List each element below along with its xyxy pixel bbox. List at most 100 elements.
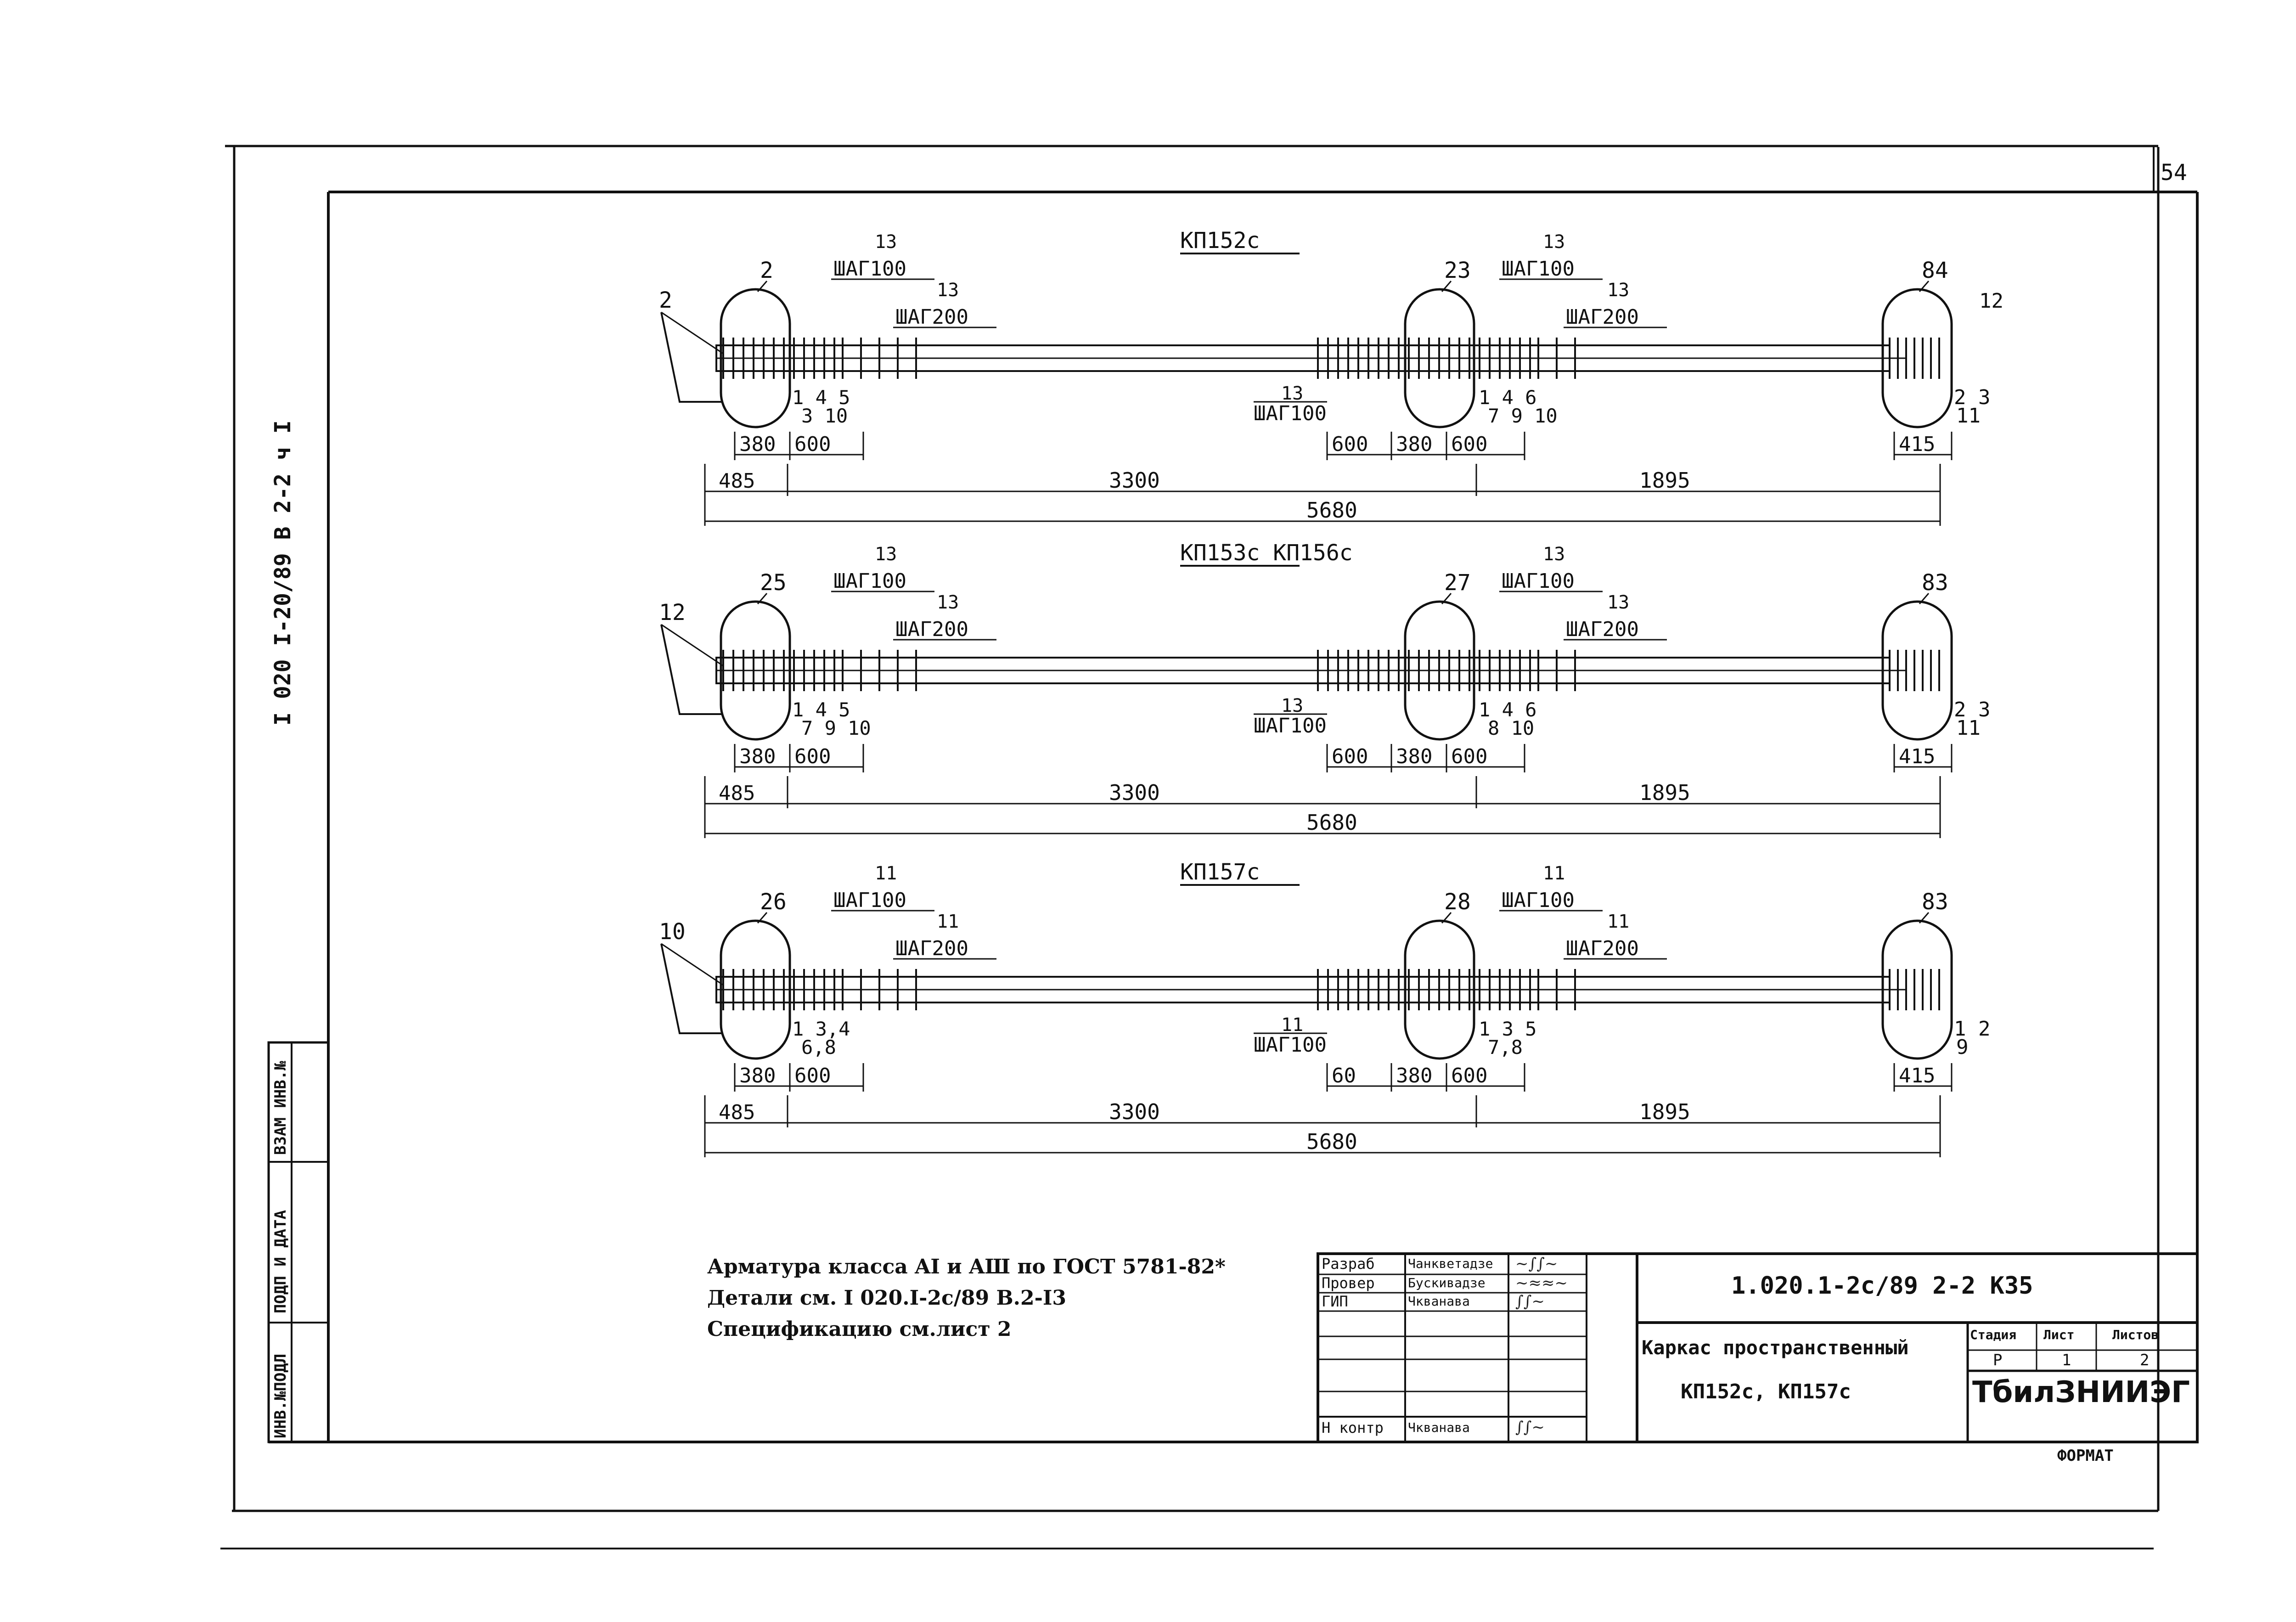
leader-line: [661, 943, 724, 986]
detail-callout: 84: [1922, 258, 1948, 283]
callout-leader: [757, 593, 768, 604]
position-mark: 13: [937, 280, 959, 301]
dimension-value: 1895: [1639, 1099, 1690, 1124]
side-stamp: [267, 1041, 330, 1443]
detail-callout: 28: [1444, 889, 1471, 915]
stirrup-step-label: ШАГ100: [833, 889, 906, 912]
end-hook: [660, 312, 723, 403]
note-line: Арматура класса AI и AШ по ГОСТ 5781-82*: [707, 1255, 1226, 1278]
dimension-value: 380: [739, 433, 776, 456]
note-line: Детали см. I 020.I-2с/89 В.2-I3: [707, 1286, 1067, 1310]
signer-role: ГИП: [1322, 1293, 1348, 1310]
dimension-value: 415: [1899, 433, 1935, 456]
bar-positions: 11: [1956, 716, 1981, 740]
bar-positions: 1 4 6: [1479, 386, 1536, 409]
detail-callout: 27: [1444, 570, 1471, 596]
detail-callout: 25: [760, 570, 787, 596]
bar-positions: 8 10: [1488, 717, 1534, 739]
position-mark: 13: [1281, 383, 1303, 404]
detail-callout: 2: [760, 258, 773, 283]
signer-role: Разраб: [1322, 1255, 1375, 1273]
bar-positions: 3 10: [801, 405, 848, 427]
detail-callout: 23: [1444, 258, 1471, 283]
detail-oval: [1881, 919, 1953, 1060]
drawing-title-line1: Каркас пространственный: [1642, 1336, 1909, 1359]
sheet-number: 54: [2161, 160, 2187, 186]
callout-leader: [1919, 281, 1930, 292]
position-mark: 11: [1281, 1014, 1303, 1036]
position-mark: 11: [937, 911, 959, 932]
end-hook: [660, 943, 723, 1034]
position-mark: 13: [1281, 695, 1303, 716]
dimension-value: 3300: [1109, 780, 1160, 805]
dimension-value: 485: [719, 1101, 755, 1124]
dimension-total: 5680: [1306, 810, 1357, 835]
frame-title: КП153с КП156с: [1180, 540, 1353, 566]
dimension-value: 600: [1451, 1064, 1487, 1087]
note-line: Спецификацию см.лист 2: [707, 1318, 1012, 1341]
callout-leader: [757, 912, 768, 924]
stirrup-step-label: ШАГ200: [1566, 937, 1639, 960]
bar-positions: 11: [1956, 404, 1981, 428]
signer-role: Н контр: [1322, 1419, 1384, 1436]
dimension-value: 380: [739, 1064, 776, 1087]
position-mark: 11: [875, 863, 897, 884]
stage-value: Р: [1993, 1351, 2003, 1369]
sheets-label: Листов: [2112, 1327, 2159, 1342]
stirrup-step-label: ШАГ200: [1566, 305, 1639, 329]
position-mark: 13: [1607, 592, 1629, 613]
position-mark: 11: [1543, 863, 1565, 884]
dimension-value: 600: [1451, 745, 1487, 768]
signature-mark: ~≈≈~: [1515, 1274, 1568, 1292]
frame-title: КП152с: [1180, 228, 1260, 253]
position-mark: 13: [875, 544, 897, 565]
side-box-label: ПОДП И ДАТА: [271, 1210, 290, 1313]
dimension-value: 485: [719, 782, 755, 805]
stirrup-step-label: ШАГ200: [895, 937, 968, 960]
signer-role: Провер: [1322, 1274, 1375, 1292]
bar-positions: 9: [1956, 1036, 1969, 1059]
dimension-value: 600: [1332, 745, 1368, 768]
dimension-total: 5680: [1306, 1129, 1357, 1154]
detail-callout: 26: [760, 889, 787, 915]
position-mark: 12: [1979, 289, 2003, 313]
bar-positions: 7 9 10: [1488, 405, 1558, 427]
dimension-value: 60: [1332, 1064, 1356, 1087]
stirrup-step-label: ШАГ200: [895, 618, 968, 641]
detail-oval: [1404, 288, 1475, 428]
stirrup-step-label: ШАГ100: [833, 257, 906, 281]
stirrup-step-label: ШАГ200: [895, 305, 968, 329]
dimension-value: 415: [1899, 1064, 1935, 1087]
stage-label: Стадия: [1970, 1327, 2017, 1342]
position-mark: 13: [1543, 544, 1565, 565]
detail-oval: [1404, 919, 1475, 1060]
stirrup-step-label: ШАГ100: [833, 569, 906, 593]
signer-name: Чкванава: [1408, 1294, 1470, 1309]
bar-positions: 2 3: [1954, 698, 1990, 721]
sheets-value: 2: [2140, 1351, 2150, 1369]
inner-frame: [269, 146, 2199, 1443]
dimension-value: 415: [1899, 745, 1935, 768]
dimension-value: 1895: [1639, 468, 1690, 493]
callout-leader: [1441, 281, 1452, 292]
callout-leader: [1919, 593, 1930, 604]
position-mark: 12: [659, 600, 686, 625]
side-code: I 020 I-20/89 В 2-2 ч I: [270, 420, 296, 726]
stirrup-step-label: ШАГ100: [1254, 1033, 1327, 1057]
bar-positions: 1 3 5: [1479, 1018, 1536, 1040]
position-mark: 2: [659, 287, 672, 313]
dimension-value: 3300: [1109, 468, 1160, 493]
bar-positions: 7 9 10: [801, 717, 871, 739]
dimension-value: 380: [1396, 745, 1432, 768]
dimension-value: 600: [794, 745, 831, 768]
position-mark: 13: [1543, 231, 1565, 253]
signature-mark: ∫∫~: [1515, 1292, 1545, 1311]
detail-oval: [720, 600, 791, 741]
side-box-label: ВЗАМ ИНВ.№: [271, 1061, 290, 1155]
drawing-title-line2: КП152с, КП157с: [1681, 1380, 1851, 1403]
callout-leader: [1441, 912, 1452, 924]
dimension-value: 600: [1332, 433, 1368, 456]
